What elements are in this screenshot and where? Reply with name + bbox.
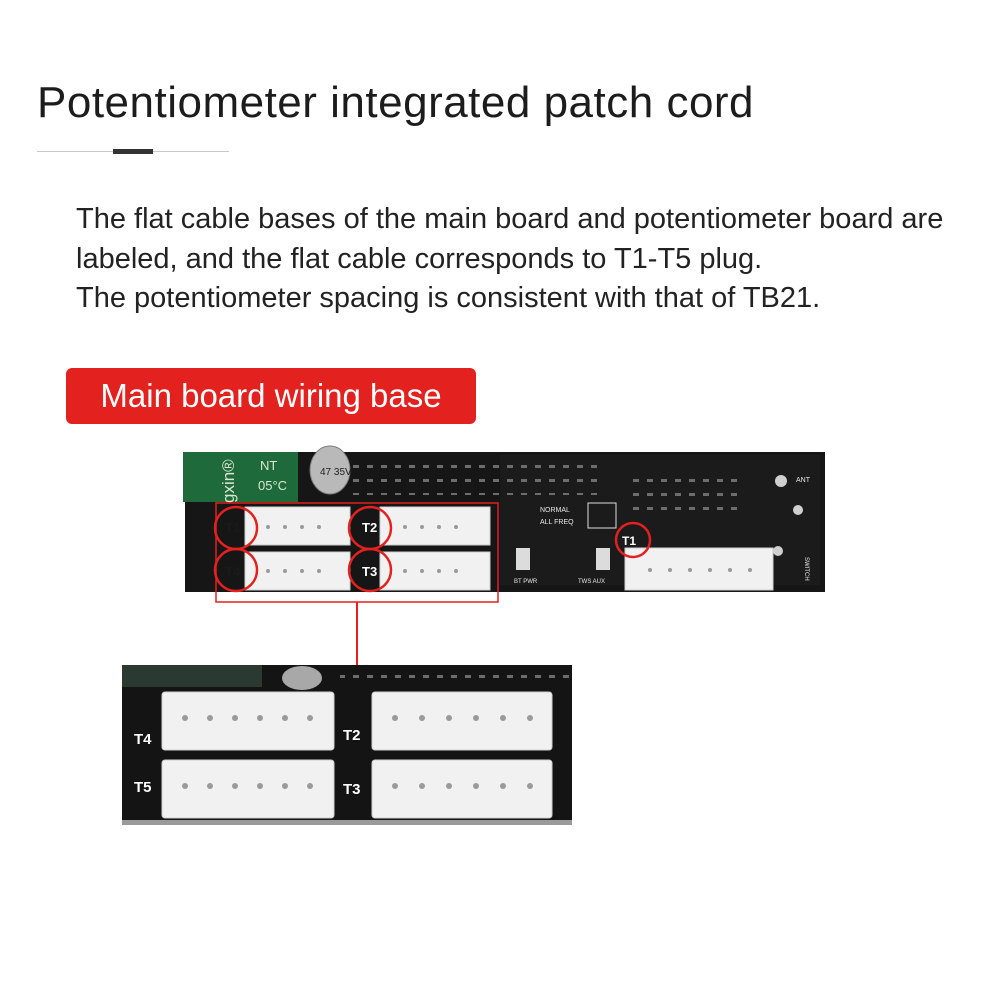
mount-hole (775, 475, 787, 487)
smd-components-right (630, 470, 740, 510)
marker-t4 (213, 547, 259, 593)
zoom-connector-t2 (371, 691, 553, 751)
highlight-markers (213, 505, 652, 593)
zoomed-capacitor-base (122, 665, 262, 687)
silk-ant: ANT (796, 477, 811, 484)
silk-normal: NORMAL (540, 507, 570, 514)
mount-hole-3 (793, 505, 803, 515)
marker-t3 (347, 547, 393, 593)
mount-hole-2 (773, 546, 783, 556)
jumper-bt (516, 548, 530, 570)
electrolytic-capacitor (183, 452, 298, 502)
jumper-tws (596, 548, 610, 570)
zoom-label-t4: T4 (134, 731, 152, 748)
zoomed-small-cap (282, 666, 322, 690)
header-label-t2: T2 (362, 520, 377, 535)
smd-components-row (350, 455, 600, 495)
header-label-t1: T1 (225, 520, 240, 535)
zoom-label-t3: T3 (343, 781, 361, 798)
zoom-label-t5: T5 (134, 779, 152, 796)
connector-t4 (244, 551, 351, 591)
capacitor-text-2: NT (260, 458, 277, 473)
description-line-1: The flat cable bases of the main board a… (76, 203, 944, 275)
silk-twsaux: TWS AUX (578, 579, 605, 585)
header-label-t4: T4 (225, 564, 241, 579)
description-line-2: The potentiometer spacing is consistent … (76, 282, 821, 314)
connector-t1 (244, 506, 351, 546)
zoom-label-t2: T2 (343, 727, 361, 744)
zoomed-board-photo: T4 T2 T5 T3 (122, 665, 572, 825)
board-figure: gxin® NT 05°C 47 35V T1 T2 T4 T3 T1 (0, 440, 1000, 840)
section-badge: Main board wiring base (66, 368, 476, 424)
main-board-photo: gxin® NT 05°C 47 35V T1 T2 T4 T3 T1 (183, 445, 825, 592)
page-title: Potentiometer integrated patch cord (37, 78, 755, 127)
silk-switch: SWITCH (803, 557, 809, 581)
zoom-connector-t3 (371, 759, 553, 819)
small-capacitor (309, 445, 351, 495)
header-label-t1-right: T1 (622, 534, 636, 548)
capacitor-text-3: 05°C (258, 478, 287, 493)
connector-t2 (379, 506, 491, 546)
zoom-connector-t5 (161, 759, 335, 819)
small-capacitor-text: 47 35V (320, 467, 352, 478)
header-label-t3: T3 (362, 564, 377, 579)
silk-switch-box (587, 502, 617, 529)
zoomed-smd-row (340, 665, 570, 687)
capacitor-text: gxin® (219, 459, 238, 503)
title-divider-accent (113, 149, 153, 154)
zoom-connector-t4 (161, 691, 335, 751)
description: The flat cable bases of the main board a… (76, 200, 976, 319)
zoomed-pcb-edge (122, 820, 572, 825)
board-illustration: gxin® NT 05°C 47 35V T1 T2 T4 T3 T1 (122, 445, 825, 825)
marker-t1-right (614, 521, 652, 559)
connector-t3 (379, 551, 491, 591)
silk-allfreq: ALL FREQ (540, 519, 574, 526)
silk-btpwr: BT PWR (514, 579, 538, 585)
